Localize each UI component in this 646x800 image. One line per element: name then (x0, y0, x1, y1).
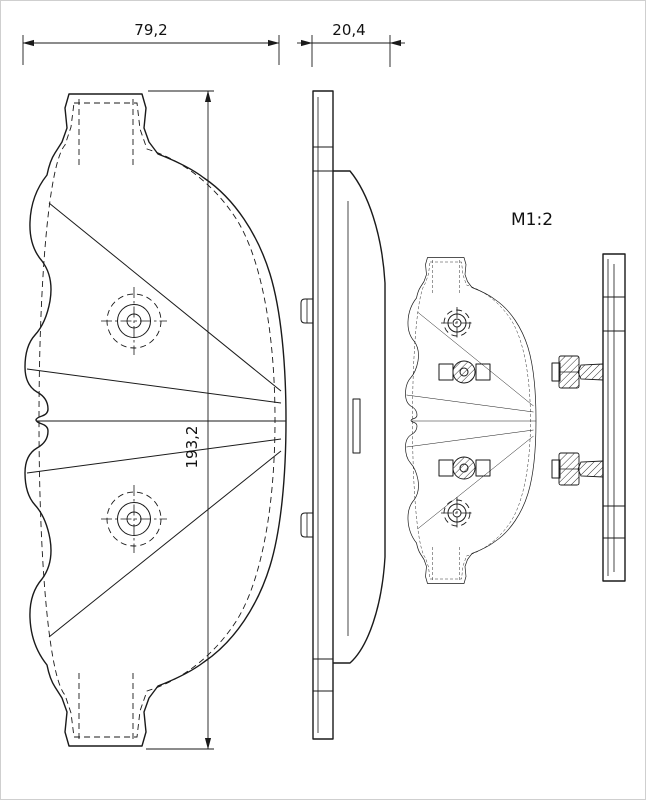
friction-material-profile (333, 170, 386, 664)
front-view (24, 93, 287, 747)
rivet-hole-upper (101, 287, 167, 355)
front-view-rivet-holes (101, 287, 167, 553)
dim-thickness-label: 20,4 (332, 21, 365, 39)
rivet-hole-lower (101, 485, 167, 553)
dimension-thickness: 20,4 (297, 21, 405, 67)
side-view (300, 90, 386, 740)
scaled-rivet-hole-upper (441, 307, 473, 339)
plate-step-lines (313, 146, 333, 692)
dim-width-label: 79,2 (134, 21, 167, 39)
friction-surface-lines (26, 202, 286, 638)
scaled-front-view-outline (405, 257, 537, 584)
scale-label: M1:2 (511, 210, 553, 230)
spring-clip-side-lower (551, 452, 604, 486)
pad-outline-path (24, 93, 287, 747)
spring-clip-front-lower (438, 456, 491, 480)
guide-lug-lower (300, 512, 313, 538)
backing-plate-hidden-line (38, 102, 276, 738)
scaled-side-view (551, 253, 626, 582)
spring-clip-front-upper (438, 360, 491, 384)
scaled-rivet-hole-lower (441, 497, 473, 529)
back-plate-edge-path (312, 90, 334, 740)
dimension-height: 193,2 (146, 90, 214, 750)
scaled-front-view (405, 257, 537, 584)
spring-clip-side-upper (551, 355, 604, 389)
dim-height-label: 193,2 (183, 426, 201, 469)
wear-indicator-slot (352, 398, 361, 454)
scaled-plate-step-lines (603, 296, 625, 539)
tab-hidden-lines (78, 99, 134, 741)
dimension-width: 79,2 (22, 21, 280, 65)
guide-lug-upper (300, 298, 313, 324)
